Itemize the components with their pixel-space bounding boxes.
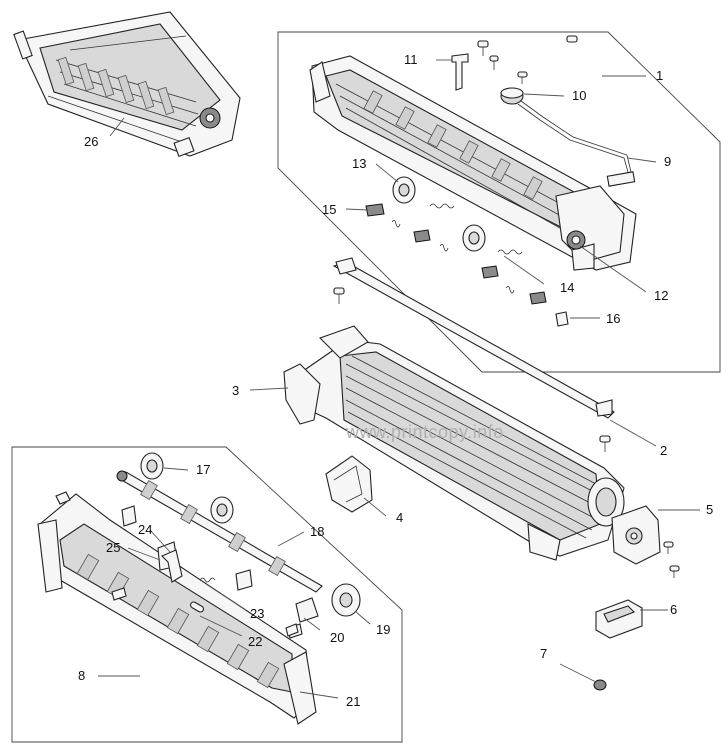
thermostat-10 [500, 87, 524, 105]
spring-23 [199, 577, 216, 583]
callout-25: 25 [106, 540, 120, 555]
callout-26: 26 [84, 134, 98, 149]
callout-19: 19 [376, 622, 390, 637]
upper-group-frame [277, 31, 721, 373]
clip-16 [555, 311, 569, 327]
spring-14 [391, 203, 523, 294]
callout-6: 6 [670, 602, 677, 617]
callout-14: 14 [560, 280, 574, 295]
callout-5: 5 [706, 502, 713, 517]
callout-21: 21 [346, 694, 360, 709]
plug-7 [593, 679, 607, 691]
callout-22: 22 [248, 634, 262, 649]
callout-23: 23 [250, 606, 264, 621]
screw-2 [333, 287, 611, 452]
fuser-frame-1 [309, 55, 637, 271]
callout-15: 15 [322, 202, 336, 217]
callout-labels: 1 2 3 4 5 6 7 8 9 10 11 12 13 14 15 16 1… [78, 52, 713, 709]
callout-8: 8 [78, 668, 85, 683]
callout-18: 18 [310, 524, 324, 539]
lever-24 [161, 549, 183, 583]
shaft-2 [332, 257, 615, 419]
gear-12 [566, 230, 586, 250]
leader-lines [98, 59, 700, 699]
lower-group-frame [11, 446, 403, 743]
clip-15 [365, 203, 547, 305]
callout-3: 3 [232, 383, 239, 398]
watermark-text: www.printcopy.info [345, 422, 504, 442]
pin-22 [189, 601, 205, 613]
connector-6 [595, 599, 643, 639]
callout-12: 12 [654, 288, 668, 303]
callout-1: 1 [656, 68, 663, 83]
callout-4: 4 [396, 510, 403, 525]
fuser-housing-3 [283, 325, 625, 561]
callout-2: 2 [660, 443, 667, 458]
callout-9: 9 [664, 154, 671, 169]
bracket-11 [451, 53, 469, 91]
callout-20: 20 [330, 630, 344, 645]
callout-13: 13 [352, 156, 366, 171]
tab-pieces [55, 491, 299, 637]
fuser-assembly-26 [13, 11, 241, 158]
side-plate-5 [611, 505, 680, 578]
wire-harness-9 [517, 100, 636, 187]
callout-10: 10 [572, 88, 586, 103]
callout-16: 16 [606, 311, 620, 326]
callout-11: 11 [404, 52, 418, 67]
exit-roller-18 [116, 470, 323, 593]
pressure-roller-13 [392, 176, 486, 252]
gear-19 [331, 583, 361, 617]
callout-24: 24 [138, 522, 152, 537]
lower-guide-8 [37, 493, 317, 725]
roller-sleeve-17 [140, 452, 234, 524]
screw-top [477, 35, 578, 84]
callout-7: 7 [540, 646, 547, 661]
bracket-4 [325, 455, 373, 513]
callout-17: 17 [196, 462, 210, 477]
